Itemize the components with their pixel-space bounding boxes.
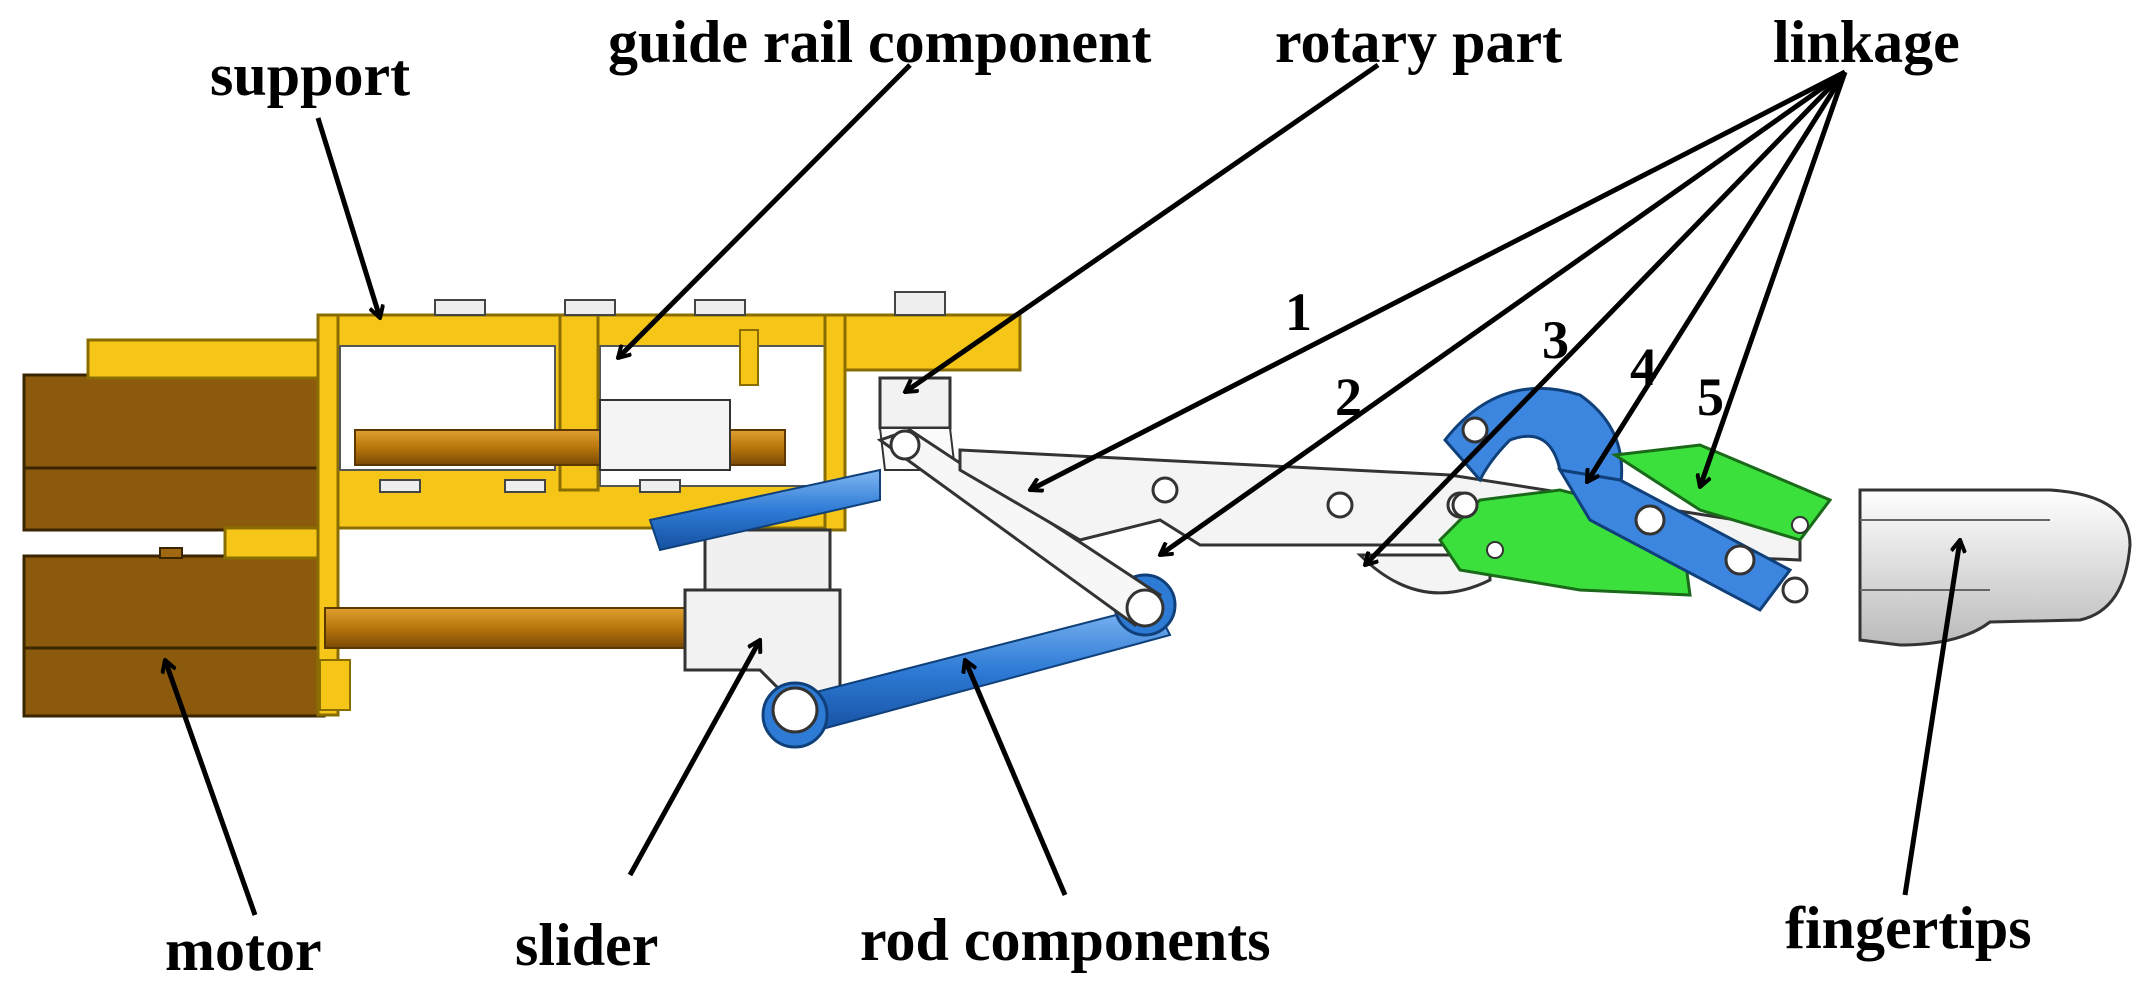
arrow-linkage-4 <box>1584 70 1848 482</box>
arrow-guide-rail <box>618 63 912 358</box>
annotation-arrows <box>165 62 1960 916</box>
arrow-linkage-1 <box>1030 69 1847 490</box>
arrow-fingertips <box>1902 540 1960 896</box>
linkage-number-4: 4 <box>1630 337 1657 397</box>
rotary-part <box>876 376 1165 628</box>
lower-shaft <box>324 607 696 649</box>
arrow-rod-components <box>965 660 1068 896</box>
arrow-support <box>315 117 380 318</box>
linkage-number-1: 1 <box>1285 282 1312 342</box>
label-guide-rail-component: guide rail component <box>608 9 1151 75</box>
linkage-number-3: 3 <box>1542 310 1569 370</box>
label-rod-components: rod components <box>860 907 1271 973</box>
linkage-number-2: 2 <box>1335 367 1362 427</box>
arrow-linkage-5 <box>1700 71 1848 487</box>
label-fingertips: fingertips <box>1785 895 2032 961</box>
label-slider: slider <box>515 912 658 978</box>
fingertip-part <box>1858 488 2132 647</box>
arrow-motor <box>165 660 258 916</box>
rod-components-part <box>648 468 1177 749</box>
arrow-linkage-2 <box>1160 69 1847 555</box>
motor-body <box>22 373 326 718</box>
arrow-rotary <box>905 62 1380 392</box>
blue-green-linkages <box>1438 387 1833 612</box>
label-motor: motor <box>165 917 322 983</box>
label-linkage: linkage <box>1773 9 1960 75</box>
label-rotary-part: rotary part <box>1275 9 1562 75</box>
arrow-slider <box>627 640 760 877</box>
linkage-number-5: 5 <box>1697 367 1724 427</box>
arrow-linkage-3 <box>1365 70 1847 565</box>
slider-part <box>683 528 842 702</box>
label-support: support <box>210 42 410 108</box>
guide-rail-block <box>599 399 731 471</box>
